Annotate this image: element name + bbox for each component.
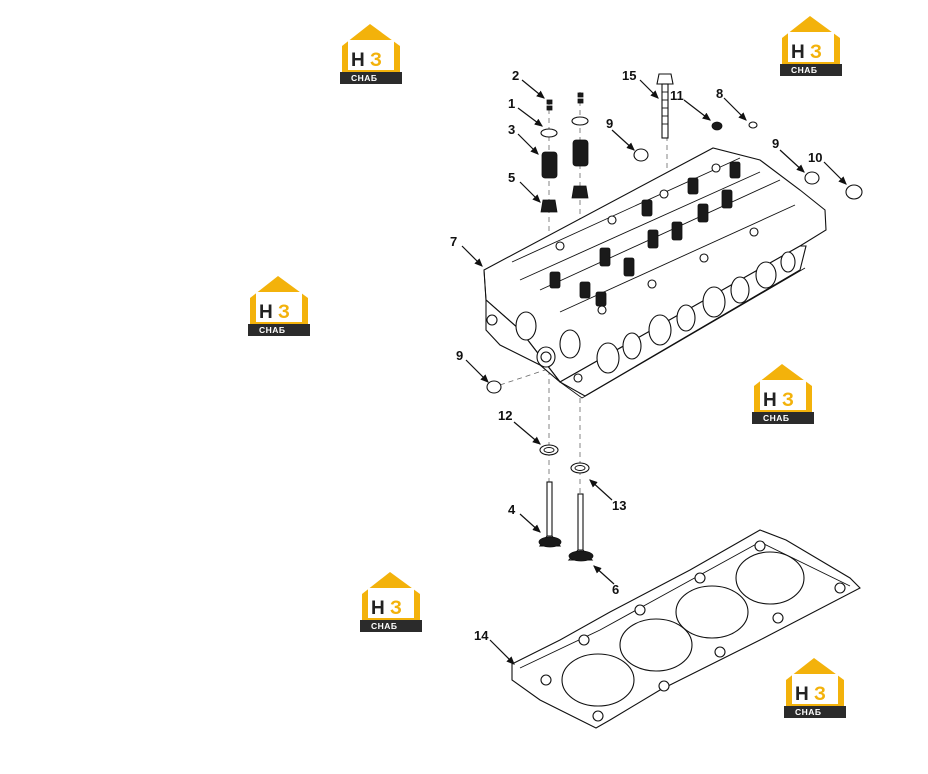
callout-numbers: 2 1 3 5 7 9 12 4 13 6 14 15 11 8 9 9 10	[450, 68, 822, 643]
cylinder-head	[483, 147, 827, 399]
callout-3: 3	[508, 122, 515, 137]
watermark-logo-6: Н З СНАБ	[784, 658, 846, 718]
plugs-and-seals	[486, 121, 863, 394]
intake-ports	[596, 251, 796, 374]
logo-mark-right: З	[278, 302, 290, 323]
head-bolt-holes	[555, 163, 759, 315]
end-face-ports	[486, 311, 583, 383]
valve-springs	[541, 139, 589, 179]
callout-13: 13	[612, 498, 626, 513]
logo-mark-left: Н	[371, 598, 385, 619]
leader-lines	[461, 79, 847, 665]
valve-keepers	[546, 92, 584, 111]
logo-caption: СНАБ	[791, 65, 818, 75]
valve-seat-rings	[539, 444, 590, 474]
logo-mark-right: З	[782, 390, 794, 411]
callout-5: 5	[508, 170, 515, 185]
watermark-logo-2: Н З СНАБ	[780, 16, 842, 76]
callout-4: 4	[508, 502, 516, 517]
installed-valve-springs	[549, 161, 741, 307]
logo-mark-right: З	[390, 598, 402, 619]
spring-retainers	[540, 116, 589, 138]
watermark-logo-3: Н З СНАБ	[248, 276, 310, 336]
valves	[538, 481, 594, 562]
callout-2: 2	[512, 68, 519, 83]
callout-9-left: 9	[456, 348, 463, 363]
logo-mark-left: Н	[351, 50, 365, 71]
logo-mark-right: З	[810, 42, 822, 63]
callout-15: 15	[622, 68, 636, 83]
logo-mark-left: Н	[795, 684, 809, 705]
callout-9-upper: 9	[606, 116, 613, 131]
callout-11: 11	[670, 88, 684, 103]
logo-mark-left: Н	[791, 42, 805, 63]
logo-mark-right: З	[370, 50, 382, 71]
watermark-logo-5: Н З СНАБ	[360, 572, 422, 632]
logo-mark-left: Н	[763, 390, 777, 411]
callout-12: 12	[498, 408, 512, 423]
logo-caption: СНАБ	[351, 73, 378, 83]
logo-caption: СНАБ	[795, 707, 822, 717]
callout-9-right: 9	[772, 136, 779, 151]
logo-caption: СНАБ	[763, 413, 790, 423]
logo-caption: СНАБ	[259, 325, 286, 335]
callout-8: 8	[716, 86, 723, 101]
watermark-logo-1: Н З СНАБ	[340, 24, 402, 84]
logo-caption: СНАБ	[371, 621, 398, 631]
logo-mark-left: Н	[259, 302, 273, 323]
watermark-logo-4: Н З СНАБ	[752, 364, 814, 424]
valve-stem-seals	[540, 185, 589, 213]
head-bolt	[656, 73, 674, 139]
callout-6: 6	[612, 582, 619, 597]
head-gasket	[511, 529, 861, 729]
callout-10: 10	[808, 150, 822, 165]
callout-1: 1	[508, 96, 515, 111]
logo-mark-right: З	[814, 684, 826, 705]
callout-7: 7	[450, 234, 457, 249]
callout-14: 14	[474, 628, 489, 643]
